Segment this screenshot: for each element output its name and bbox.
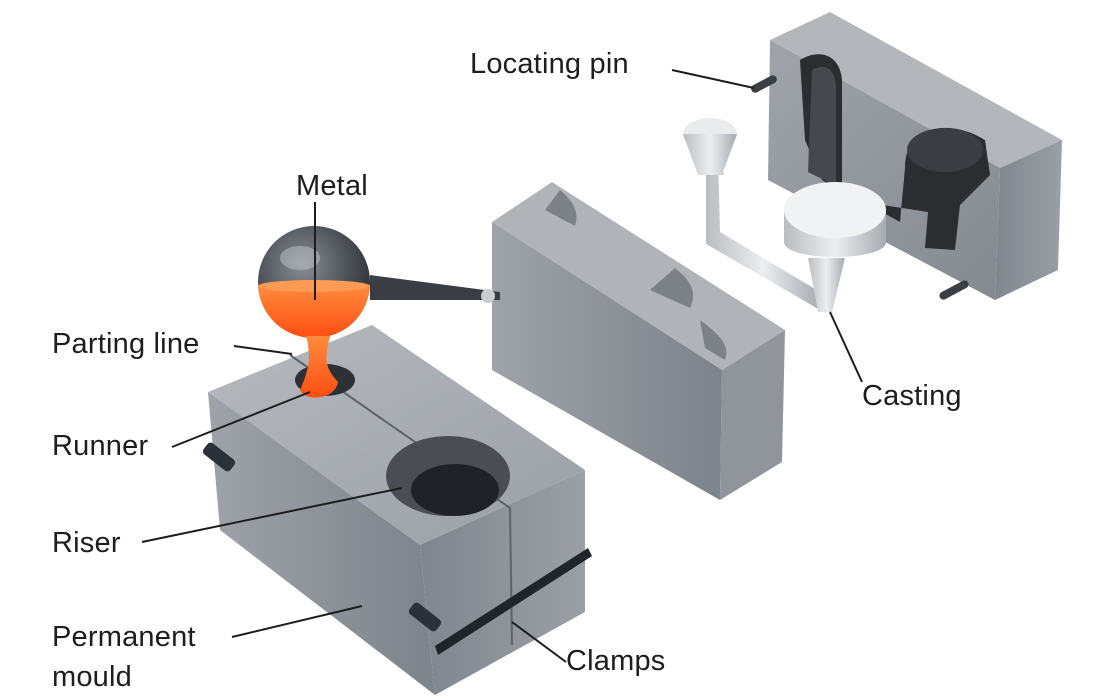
label-permanent-mould-line1: Permanent — [52, 621, 196, 653]
label-runner: Runner — [52, 430, 149, 462]
leader-clamps — [511, 621, 567, 663]
leader-locating-pin — [671, 69, 755, 89]
clamps — [202, 442, 592, 655]
label-locating-pin: Locating pin — [470, 48, 629, 80]
leader-casting — [829, 311, 863, 383]
label-riser: Riser — [52, 527, 121, 559]
label-permanent-mould-line2: mould — [52, 661, 132, 693]
leader-permanent-mould — [231, 605, 363, 638]
leader-runner — [171, 391, 311, 448]
middle-mould-half — [492, 182, 785, 500]
leader-lines — [141, 69, 863, 663]
label-casting: Casting — [862, 380, 962, 412]
ladle — [258, 226, 500, 338]
label-parting-line: Parting line — [52, 328, 200, 360]
runner — [295, 336, 355, 398]
riser — [386, 436, 510, 516]
locating-pin — [751, 75, 969, 300]
label-permanent-mould: Permanent mould — [52, 617, 196, 697]
label-clamps: Clamps — [566, 645, 666, 677]
label-metal: Metal — [296, 170, 368, 202]
casting — [683, 118, 886, 312]
leader-parting-line — [233, 345, 293, 355]
leader-riser — [141, 487, 403, 543]
right-mould-half — [751, 12, 1062, 300]
permanent-mould — [202, 325, 592, 695]
